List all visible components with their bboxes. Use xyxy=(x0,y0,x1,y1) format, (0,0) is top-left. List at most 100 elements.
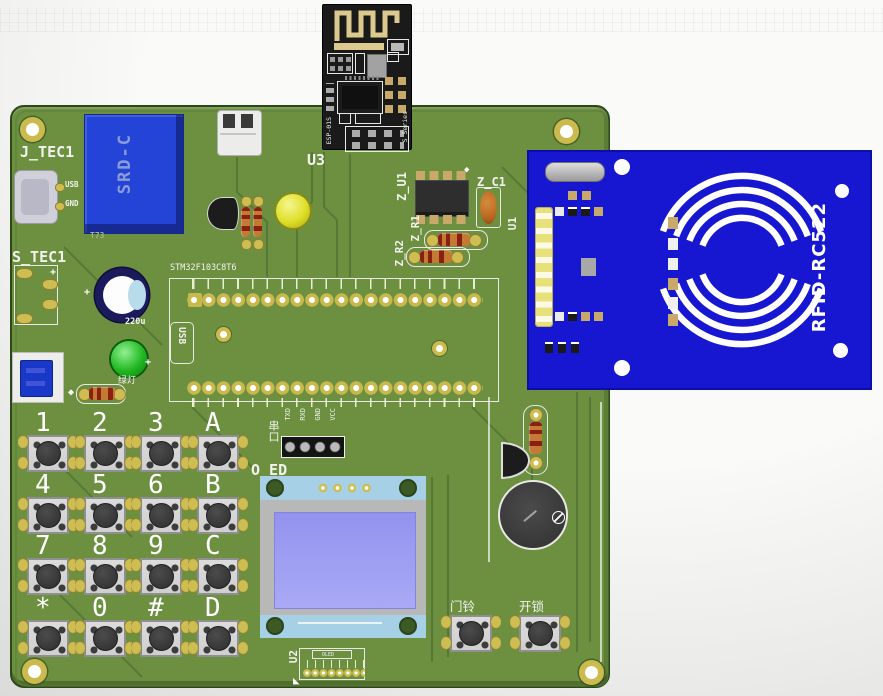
s-tec1-ref: S_TEC1 xyxy=(12,248,67,266)
key-button-2[interactable] xyxy=(75,433,135,472)
antenna-coil xyxy=(659,172,825,348)
rfid-rc522-module[interactable]: RFID-RC522 xyxy=(527,150,872,390)
key-button-7[interactable] xyxy=(18,556,78,595)
green-led[interactable] xyxy=(111,341,147,377)
oled-hole xyxy=(399,479,417,497)
esp-name-right: S Series xyxy=(401,111,409,143)
z-c1-ref: Z_C1 xyxy=(477,175,506,189)
film-capacitor[interactable] xyxy=(480,191,497,224)
usb-b-connector[interactable] xyxy=(12,352,64,403)
key-label-4: 4 xyxy=(35,470,51,500)
bell-button[interactable] xyxy=(441,613,501,652)
key-button-6[interactable] xyxy=(131,495,191,534)
key-label-A: A xyxy=(205,408,221,438)
key-button-0[interactable] xyxy=(75,618,135,657)
connector-slot-1 xyxy=(223,114,235,128)
smd-pad xyxy=(668,217,678,229)
buzzer-hole-marker xyxy=(552,511,565,524)
buzzer[interactable] xyxy=(498,480,568,550)
resistor-vertical-2[interactable] xyxy=(253,207,262,237)
pin-header-8[interactable] xyxy=(535,207,553,327)
key-label-8: 8 xyxy=(92,531,108,561)
oled-hole xyxy=(399,617,417,635)
serial-pin-txd: TXD xyxy=(284,408,292,421)
key-button-star[interactable] xyxy=(18,618,78,657)
footprint-pad xyxy=(42,279,58,290)
buzzer-resistor[interactable] xyxy=(529,422,542,454)
usb-silk-box: USB xyxy=(170,322,194,364)
relay-marking: SRD-C xyxy=(115,133,135,195)
smd-part xyxy=(555,312,564,321)
key-button-D[interactable] xyxy=(188,618,248,657)
soic-pads-top xyxy=(416,171,468,180)
key-button-8[interactable] xyxy=(75,556,135,595)
relay-srd[interactable]: SRD-C xyxy=(84,114,184,234)
key-button-1[interactable] xyxy=(18,433,78,472)
via-hole xyxy=(216,327,231,342)
smd-part xyxy=(568,207,577,216)
small-part-box xyxy=(355,53,365,74)
key-button-hash[interactable] xyxy=(131,618,191,657)
transistor-to92[interactable] xyxy=(207,197,239,230)
rfid-hole-right-bottom xyxy=(833,343,848,358)
u2-name-text: OLED xyxy=(322,652,335,658)
key-label-0: 0 xyxy=(92,593,108,623)
rfid-hole-bottom xyxy=(614,360,630,376)
soic8-ic[interactable] xyxy=(415,180,469,217)
plus-marker: + xyxy=(50,267,57,278)
key-label-6: 6 xyxy=(148,470,164,500)
resistor-led[interactable] xyxy=(89,387,115,400)
smd-chip xyxy=(367,54,387,78)
plus-marker: + xyxy=(84,287,91,298)
usb-c-connector[interactable] xyxy=(14,170,58,224)
mount-hole-top-left xyxy=(20,117,45,142)
unlock-button-label: 开锁 xyxy=(519,599,545,614)
res-pad xyxy=(241,196,252,207)
green-led-label: 绿灯 xyxy=(118,376,137,386)
key-label-C: C xyxy=(205,531,221,561)
resistor-vertical-1[interactable] xyxy=(241,207,250,237)
small-part-box xyxy=(387,52,399,62)
small-part-box xyxy=(339,113,351,124)
key-button-3[interactable] xyxy=(131,433,191,472)
connector-slot-2 xyxy=(241,114,253,128)
electrolytic-capacitor[interactable] xyxy=(95,268,149,322)
key-label-D: D xyxy=(205,593,221,623)
serial-pin-rxd: RXD xyxy=(299,408,307,421)
oled-screen[interactable] xyxy=(274,512,416,609)
usb-silk-label: USB xyxy=(176,327,187,345)
mcu-label: STM32F103C8T6 xyxy=(170,263,237,273)
resistor-zr1[interactable] xyxy=(438,233,470,246)
key-button-9[interactable] xyxy=(131,556,191,595)
usb-b-detail xyxy=(26,381,45,386)
cap-glint xyxy=(128,280,146,310)
key-button-C[interactable] xyxy=(188,556,248,595)
serial-pin-header[interactable] xyxy=(281,436,345,458)
key-label-2: 2 xyxy=(92,408,108,438)
u2-pads xyxy=(303,668,365,679)
unlock-button[interactable] xyxy=(510,613,570,652)
j-tec1-ref: J_TEC1 xyxy=(20,143,75,161)
pad-dots-row xyxy=(345,76,381,80)
esp8266-wifi-module[interactable]: ESP-01S S Series xyxy=(322,4,412,152)
soic-pads-bottom xyxy=(416,215,468,224)
silk-line-right xyxy=(600,402,602,662)
key-label-3: 3 xyxy=(148,408,164,438)
key-label-B: B xyxy=(205,470,221,500)
key-button-4[interactable] xyxy=(18,495,78,534)
diamond-marker: ◆ xyxy=(464,165,470,175)
white-2pin-connector[interactable] xyxy=(217,110,262,156)
mount-hole-bottom-right xyxy=(579,660,604,685)
cap-silk-box xyxy=(476,187,501,228)
key-button-A[interactable] xyxy=(188,433,248,472)
smd-part xyxy=(582,191,591,200)
usb-c-cavity xyxy=(21,179,49,215)
oled-hole xyxy=(266,479,284,497)
main-pcb[interactable]: SRD-C T73 J_TEC1 USB GND Z_U1 ◆ xyxy=(10,105,610,688)
yellow-led[interactable] xyxy=(276,194,310,228)
key-button-5[interactable] xyxy=(75,495,135,534)
resistor-zr2[interactable] xyxy=(420,250,452,263)
key-button-B[interactable] xyxy=(188,495,248,534)
rfid-hole-top xyxy=(614,159,630,175)
